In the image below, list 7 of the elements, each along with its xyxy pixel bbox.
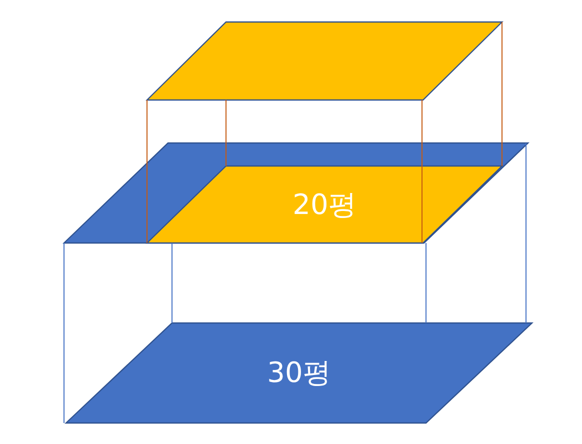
parallelogram-shape — [64, 143, 528, 243]
parallelogram-shape — [147, 166, 502, 243]
area-label: 20평 — [292, 186, 356, 222]
parallelogram-shape — [147, 22, 502, 100]
parallelogram-shape — [66, 323, 532, 423]
area-label: 30평 — [267, 355, 331, 391]
projection-line — [146, 100, 148, 244]
